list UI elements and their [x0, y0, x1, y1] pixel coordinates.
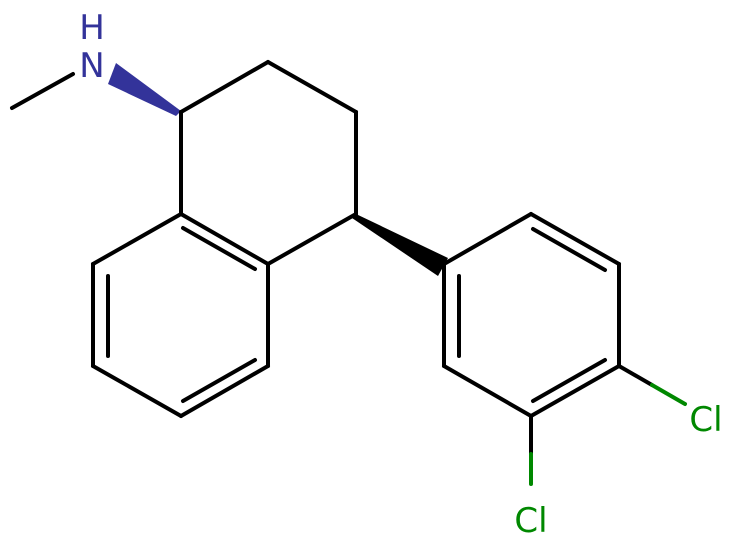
bond-ar2-ar3-inner: [531, 227, 607, 272]
wedge-bond-c1-nitrogen: [108, 63, 181, 116]
bond-ar2-ar3: [529, 212, 621, 266]
bond-ar4-cl-right-chlorine-half: [650, 383, 687, 406]
bond-c4a-c8a-inner: [181, 226, 257, 271]
bond-c2-c3: [266, 60, 358, 114]
bond-c6-c5: [179, 364, 270, 418]
chlorine-label-bottom: Cl: [514, 501, 547, 541]
chlorine-label-right: Cl: [689, 400, 722, 440]
wedge-bond-c4-aryl: [352, 214, 448, 276]
bond-methyl-nitrogen: [10, 72, 75, 110]
hydrogen-label: H: [79, 8, 105, 48]
bond-c7-c6: [91, 364, 183, 418]
bond-c4-c4a: [266, 212, 358, 266]
bond-c6-c5-inner: [181, 358, 257, 403]
bond-c8a-c8: [91, 212, 183, 266]
bond-ar1-ar2: [442, 212, 533, 266]
bond-ar4-ar5: [529, 364, 621, 418]
bond-ar4-cl-right-carbon-half: [617, 364, 654, 387]
bond-ar5-ar6: [442, 364, 533, 418]
bond-c4a-c8a: [179, 212, 270, 266]
nitrogen-label: N: [79, 46, 104, 86]
bond-ar4-ar5-inner: [531, 358, 607, 403]
bond-c1-c2: [179, 60, 270, 114]
